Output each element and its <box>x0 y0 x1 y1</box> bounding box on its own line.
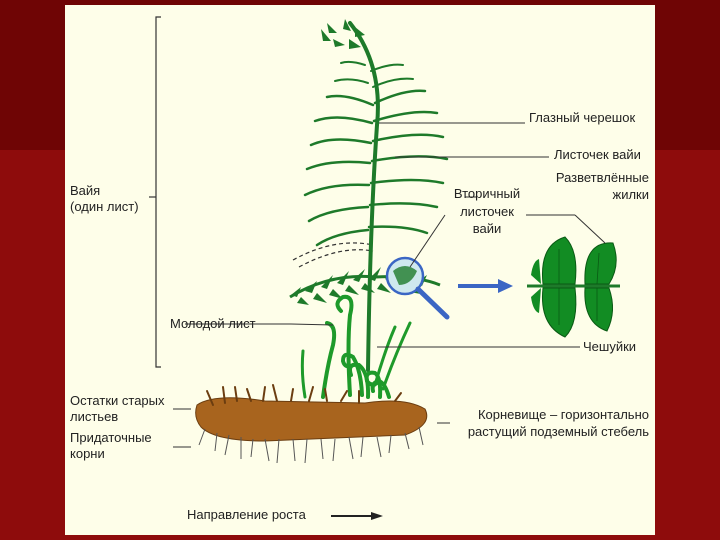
label-secondary-2: листочек <box>460 204 514 219</box>
frond-tip <box>321 19 365 49</box>
label-secondary-1: Вторичный <box>453 186 521 201</box>
label-branched-veins-2: жилки <box>612 187 650 202</box>
label-young-leaf: Молодой лист <box>170 316 256 331</box>
label-frond-leaflet: Листочек вайи <box>554 147 641 162</box>
label-adventitious-1: Придаточные <box>70 430 152 445</box>
label-rhizome-1: Корневище – горизонтально <box>477 407 649 422</box>
label-growth-direction: Направление роста <box>187 507 306 522</box>
label-old-leaves-2: листьев <box>70 409 119 424</box>
young-leaves <box>321 294 391 399</box>
enlarge-arrow <box>458 279 513 293</box>
label-eyed-petiole: Глазный черешок <box>529 110 636 125</box>
leaflet-outline-dashed <box>292 242 374 268</box>
label-scales: Чешуйки <box>583 339 637 354</box>
label-secondary-3: вайи <box>472 221 502 236</box>
leader-lines <box>173 122 606 448</box>
label-old-leaves-1: Остатки старых <box>70 393 165 408</box>
frond-bracket <box>149 16 161 368</box>
label-frond-sub: (один лист) <box>70 199 139 214</box>
old-leaf-stubs <box>300 321 412 399</box>
label-rhizome-2: растущий подземный стебель <box>467 424 649 439</box>
magnifier <box>385 256 450 320</box>
fern-illustration <box>149 16 620 520</box>
enlarged-leaflet <box>527 236 620 338</box>
label-frond-title: Вайя <box>70 183 101 198</box>
main-frond <box>303 21 449 372</box>
growth-arrow <box>331 512 383 520</box>
label-adventitious-2: корни <box>70 446 105 461</box>
label-branched-veins-1: Разветвлённые <box>555 170 649 185</box>
rhizome <box>195 384 428 464</box>
diagram-slide: Вайя (один лист) Глазный черешок Листоче… <box>65 5 655 535</box>
